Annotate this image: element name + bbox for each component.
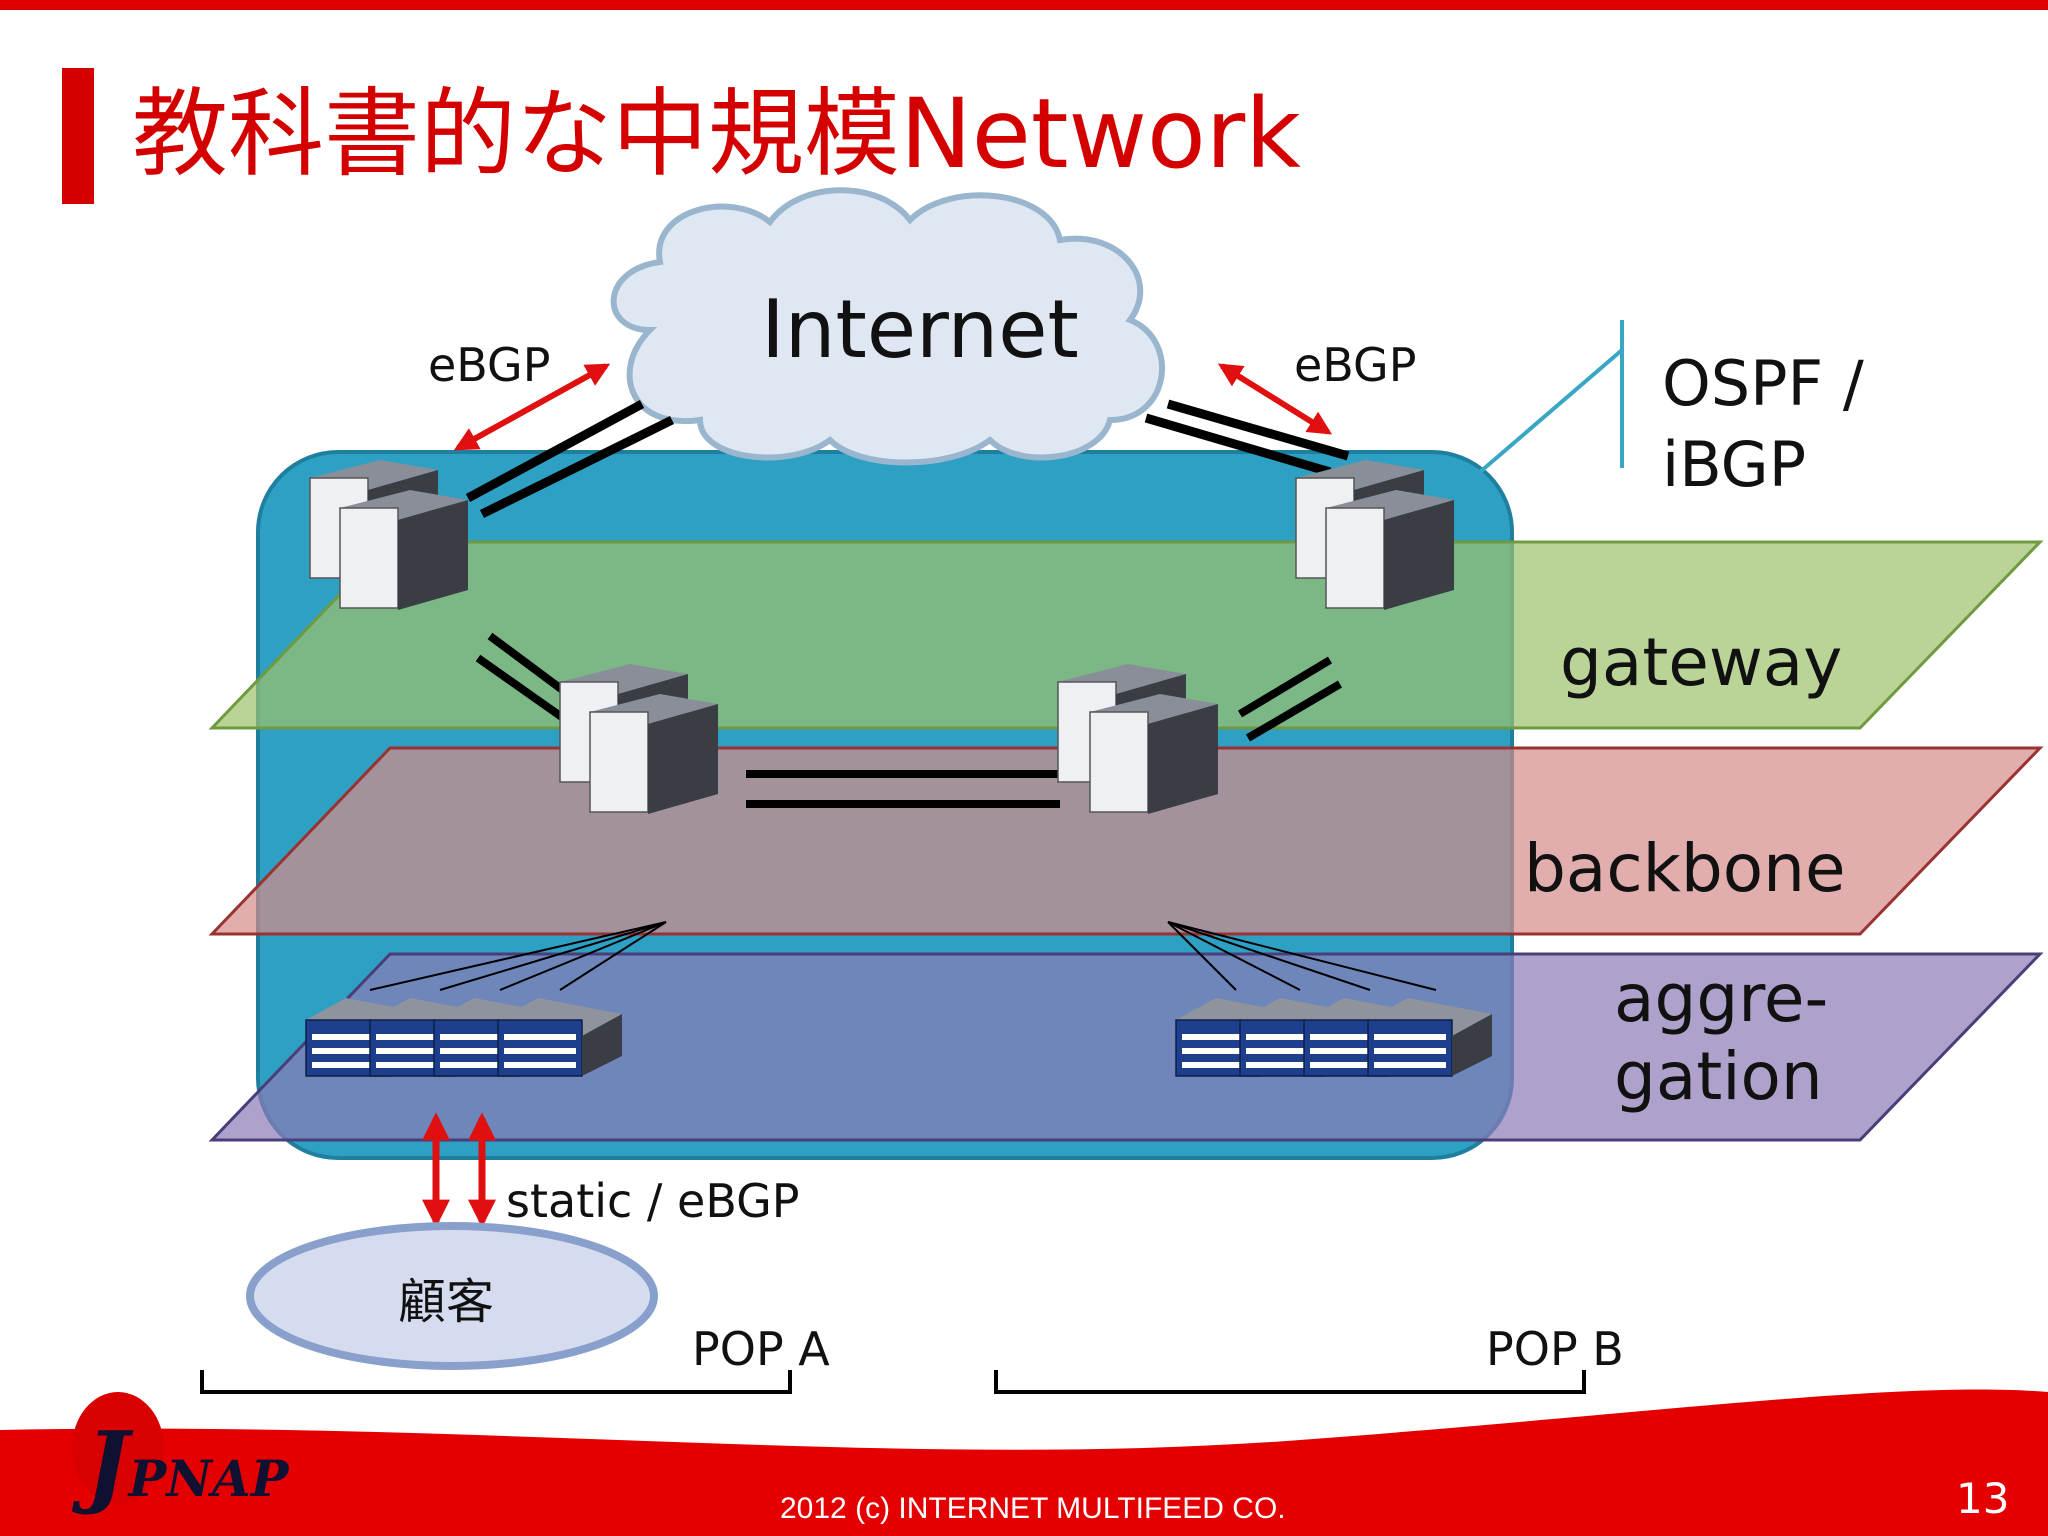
pop-b-bracket bbox=[994, 1370, 1586, 1394]
gateway-layer-label: gateway bbox=[1560, 624, 1843, 701]
top-accent-bar bbox=[0, 0, 2048, 10]
protocol-label: OSPF / iBGP bbox=[1662, 344, 1902, 505]
aggregation-label-line2: gation bbox=[1614, 1037, 1823, 1115]
ebgp-arrow-right bbox=[1217, 363, 1333, 435]
footer-swoosh bbox=[0, 1389, 2048, 1536]
footer-copyright: 2012 (c) INTERNET MULTIFEED CO. bbox=[780, 1492, 1286, 1525]
ebgp-left-label: eBGP bbox=[428, 338, 551, 392]
aggregation-label-line1: aggre- bbox=[1614, 960, 1829, 1037]
logo-j: J bbox=[86, 1412, 129, 1518]
static-ebgp-label: static / eBGP bbox=[506, 1174, 800, 1228]
slide-title: 教科書的な中規模Network bbox=[132, 78, 1301, 190]
internet-cloud bbox=[610, 187, 1166, 466]
protocol-label-line1: OSPF / bbox=[1662, 347, 1864, 420]
page-number: 13 bbox=[1956, 1474, 2010, 1523]
pop-a-label: POP A bbox=[692, 1322, 830, 1376]
area-pointer-line bbox=[1478, 320, 1624, 474]
pop-b-label: POP B bbox=[1486, 1322, 1624, 1376]
ebgp-arrow-left bbox=[453, 363, 611, 451]
pop-a-bracket bbox=[200, 1370, 792, 1394]
jpnap-logo: JPNAP bbox=[86, 1412, 288, 1518]
title-accent-bar bbox=[62, 68, 94, 204]
aggregation-layer-label: aggre- gation bbox=[1614, 960, 1829, 1116]
aggregation-fanout-lines bbox=[369, 921, 1437, 991]
ebgp-right-label: eBGP bbox=[1294, 338, 1417, 392]
backbone-interconnect bbox=[746, 770, 1060, 808]
backbone-router-pop-b-2 bbox=[1089, 693, 1219, 815]
gateway-router-pop-b-2 bbox=[1325, 489, 1455, 611]
internet-label: Internet bbox=[761, 283, 1079, 376]
customer-label: 顧客 bbox=[398, 1274, 495, 1330]
logo-circle bbox=[72, 1392, 164, 1504]
backbone-layer-label: backbone bbox=[1524, 830, 1846, 907]
gateway-router-pop-a-2 bbox=[339, 489, 469, 611]
backbone-router-pop-a-2 bbox=[589, 693, 719, 815]
logo-rest: PNAP bbox=[128, 1449, 289, 1508]
customer-ellipse bbox=[246, 1222, 658, 1370]
protocol-label-line2: iBGP bbox=[1662, 427, 1807, 501]
